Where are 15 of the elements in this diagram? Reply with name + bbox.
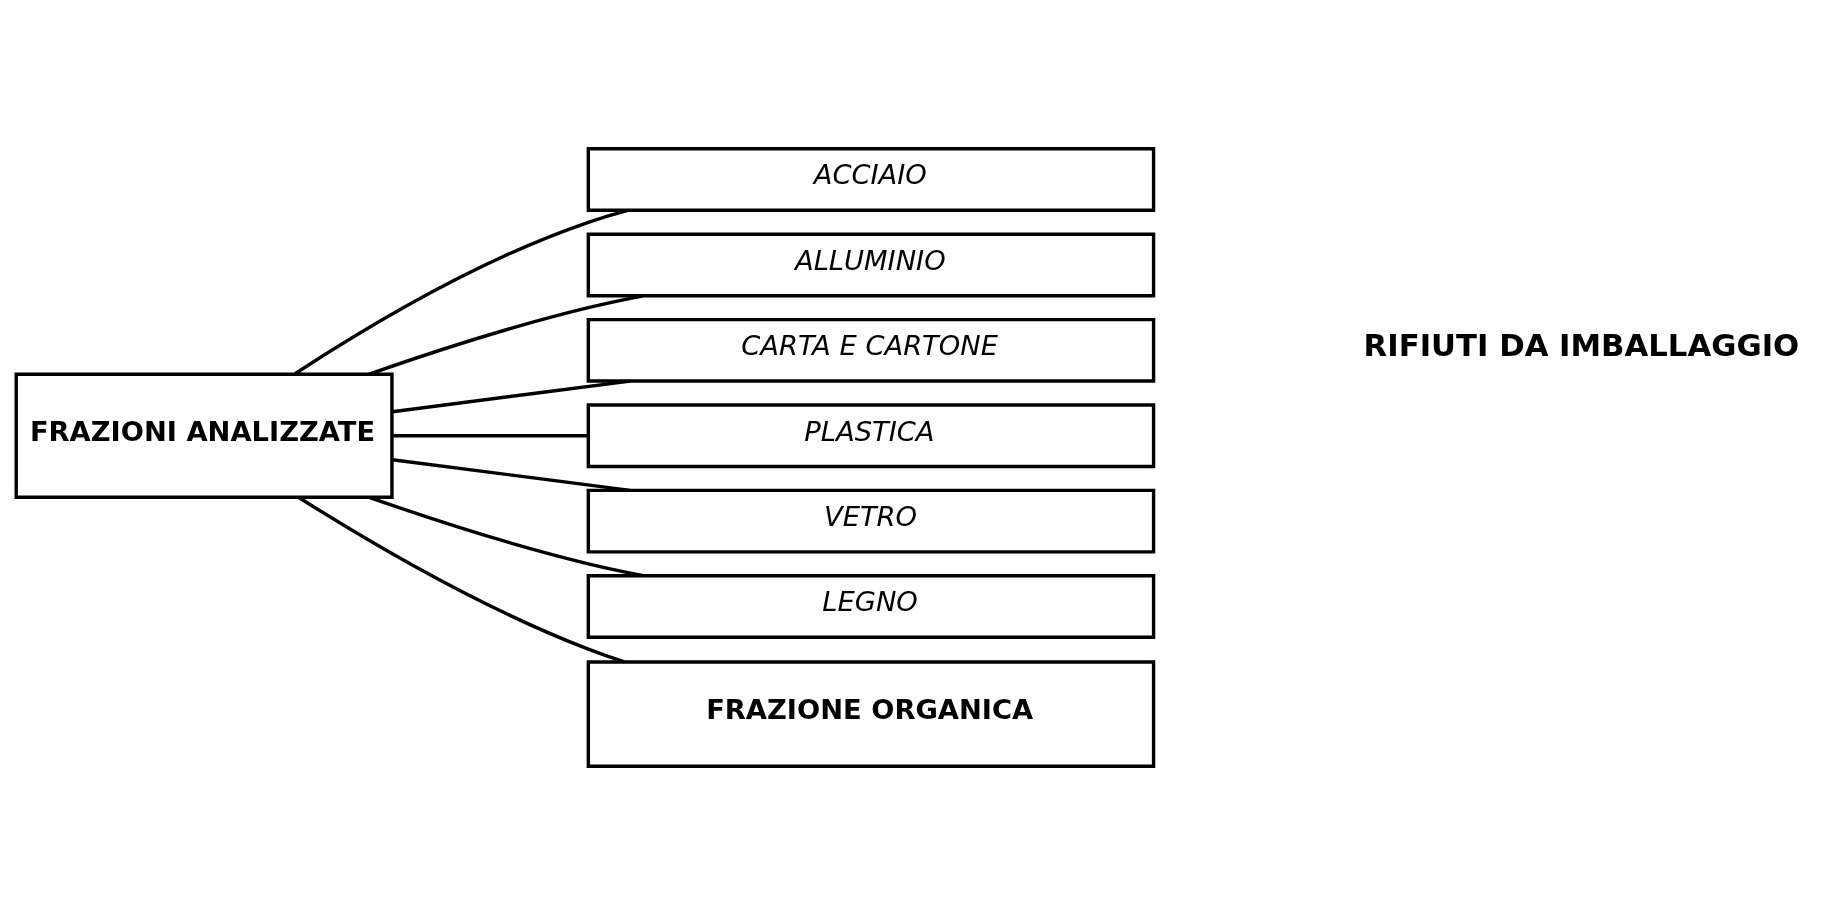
node-box: FRAZIONE ORGANICA xyxy=(586,660,1156,768)
node-box: VETRO xyxy=(586,488,1156,554)
connector xyxy=(294,208,629,376)
node-box: LEGNO xyxy=(586,574,1156,639)
connector xyxy=(392,458,631,493)
node-box: ALLUMINIO xyxy=(586,232,1156,298)
node-box: PLASTICA xyxy=(586,403,1156,469)
label: RIFIUTI DA IMBALLAGGIO xyxy=(1363,327,1800,364)
node-box: FRAZIONI ANALIZZATE xyxy=(14,372,394,499)
connector xyxy=(297,496,625,664)
node-box: CARTA E CARTONE xyxy=(586,317,1156,383)
connector xyxy=(368,294,644,376)
connector xyxy=(392,379,631,414)
node-box: ACCIAIO xyxy=(586,147,1156,212)
connector xyxy=(392,434,589,438)
